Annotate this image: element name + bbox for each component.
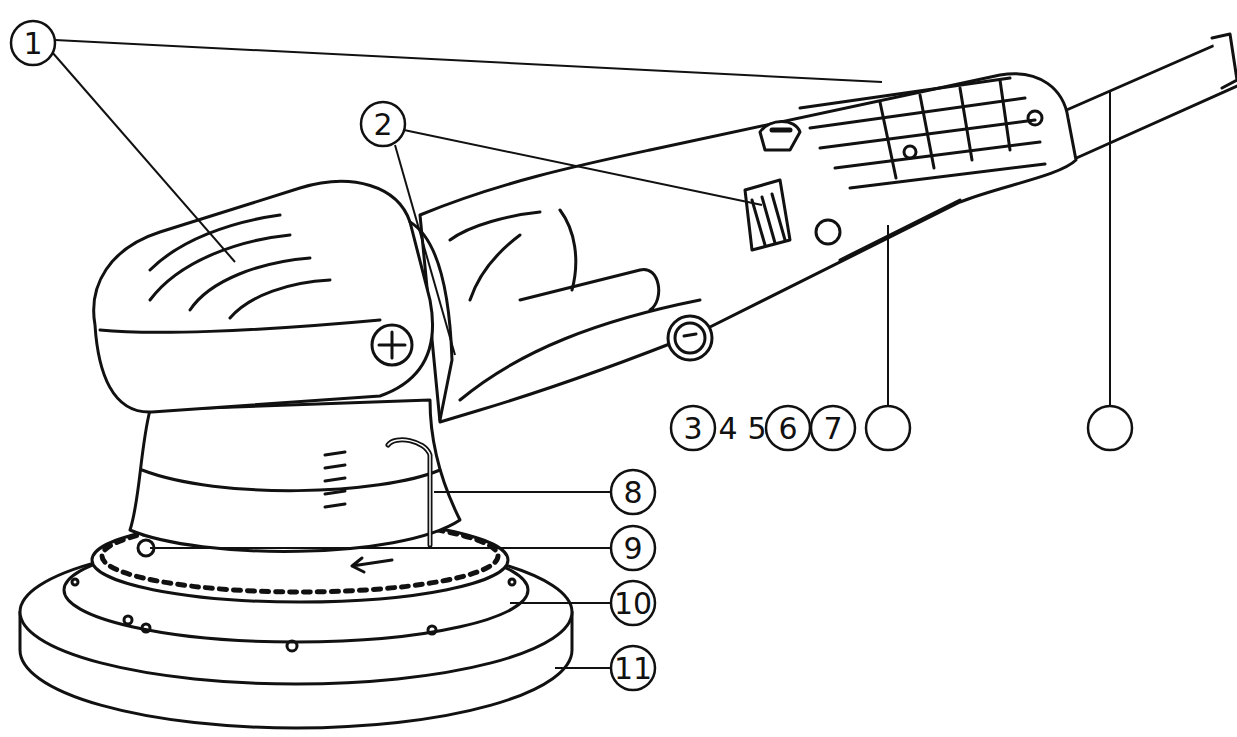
callout-number: 9 xyxy=(623,534,642,564)
speed-wheel xyxy=(668,316,712,360)
lock-button xyxy=(816,220,840,244)
air-vent xyxy=(745,180,790,250)
direction-arrow xyxy=(352,558,392,572)
vent-slots xyxy=(325,452,345,507)
leader-line xyxy=(1109,90,1111,406)
leader-line xyxy=(52,52,235,262)
leader-line xyxy=(150,547,611,549)
leader-line xyxy=(55,40,882,82)
speed-wheel-mark xyxy=(684,334,696,336)
motor-body xyxy=(420,74,1076,422)
pad-hole xyxy=(287,641,297,651)
leader-line xyxy=(887,225,889,406)
callout-number: 10 xyxy=(614,589,652,619)
cord-end xyxy=(1212,34,1237,88)
callout-number: 5 xyxy=(747,414,766,444)
spindle-lock-inner xyxy=(388,440,430,545)
pad-hole xyxy=(72,579,78,585)
callout-circle xyxy=(611,646,655,690)
callout-circle xyxy=(811,406,855,450)
pad-hole xyxy=(124,616,132,624)
screw-cross xyxy=(379,332,405,358)
leader-line xyxy=(510,602,611,604)
handle-ribs xyxy=(800,78,1045,188)
callout-circle xyxy=(611,470,655,514)
gear-housing xyxy=(130,400,460,551)
polisher-drawing xyxy=(20,34,1237,728)
pad-hole xyxy=(428,626,436,634)
leader-line xyxy=(395,145,455,355)
power-cord xyxy=(1062,42,1237,160)
handle-hole xyxy=(1028,111,1042,125)
spindle-lock xyxy=(388,440,430,545)
leader-lines xyxy=(52,40,1110,668)
callout-number: 8 xyxy=(623,478,642,508)
housing-line xyxy=(142,470,440,491)
callout-number: 6 xyxy=(778,414,797,444)
handle-hole xyxy=(904,146,916,158)
leader-line xyxy=(404,130,762,205)
cap-edge xyxy=(100,320,380,332)
handle-ribs xyxy=(880,80,1010,178)
callout-circle xyxy=(1088,406,1132,450)
grip-ribs xyxy=(450,210,576,300)
callout-circle xyxy=(766,406,810,450)
speed-switch xyxy=(760,122,800,151)
callout-circle xyxy=(866,406,910,450)
switch-knob xyxy=(772,128,790,133)
callout-circle xyxy=(11,21,55,65)
callout-circles xyxy=(11,21,1132,690)
leader-line xyxy=(555,667,611,669)
callout-circle xyxy=(671,406,715,450)
callout-circle xyxy=(611,581,655,625)
front-cap xyxy=(94,181,433,412)
callout-number: 7 xyxy=(823,414,842,444)
callout-number: 3 xyxy=(683,414,702,444)
callout-circle xyxy=(361,102,405,146)
cap-ribs xyxy=(150,215,330,318)
callout-number: 4 xyxy=(718,414,737,444)
pad-hole xyxy=(509,579,515,585)
vent-hatch xyxy=(752,194,785,245)
callout-circle xyxy=(611,526,655,570)
trigger xyxy=(840,200,960,260)
speed-wheel-inner xyxy=(675,323,705,353)
leader-line xyxy=(434,491,611,493)
pad-hole xyxy=(142,624,150,632)
body-panel xyxy=(460,270,700,400)
callout-number: 1 xyxy=(23,29,42,59)
callout-number: 11 xyxy=(614,654,652,684)
handle-screw xyxy=(372,325,412,365)
callout-number: 2 xyxy=(373,110,392,140)
